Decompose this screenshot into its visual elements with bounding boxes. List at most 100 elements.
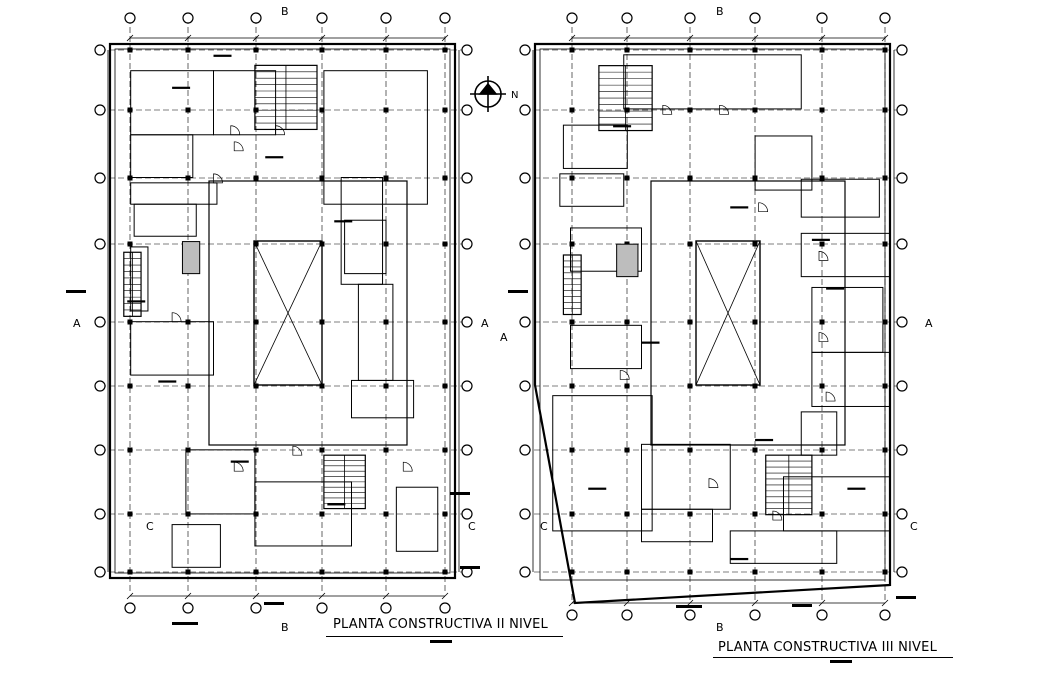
structural-column — [687, 241, 693, 247]
dimension-tick — [686, 34, 694, 42]
section-mark-b-bottom-1: B — [281, 621, 289, 634]
grid-bubble-left — [94, 44, 106, 56]
grid-bubble-left — [94, 316, 106, 328]
grid-bubble-bottom — [566, 609, 578, 621]
structural-column — [253, 241, 259, 247]
structural-column — [127, 107, 133, 113]
grid-bubble-left — [519, 316, 531, 328]
dimension-tick — [252, 34, 260, 42]
grid-bubble-right — [461, 316, 473, 328]
structural-column — [752, 569, 758, 575]
north-label: N — [511, 90, 519, 101]
grid-bubble-left — [94, 380, 106, 392]
room-tag — [826, 287, 845, 290]
structural-column — [624, 569, 630, 575]
structural-column — [819, 47, 825, 53]
room-wall — [800, 232, 891, 278]
room-wall — [171, 524, 221, 568]
structural-column — [819, 175, 825, 181]
grid-bubble-left — [519, 238, 531, 250]
room-wall — [130, 70, 214, 136]
structural-column — [383, 569, 389, 575]
leader-line — [98, 590, 130, 600]
grid-bubble-bottom — [380, 602, 392, 614]
structural-column — [185, 383, 191, 389]
dimension-tick — [126, 34, 134, 42]
grid-bubble-left — [519, 44, 531, 56]
plan-title-iii-scale-tag — [830, 660, 852, 663]
room-tag — [334, 220, 353, 223]
grid-bubble-top — [749, 12, 761, 24]
structural-column — [882, 175, 888, 181]
room-wall — [254, 481, 352, 547]
structural-column — [687, 511, 693, 517]
dimension-tick — [318, 34, 326, 42]
door-swing — [402, 461, 413, 472]
structural-column — [253, 447, 259, 453]
structural-column — [882, 383, 888, 389]
door-swing — [233, 461, 244, 472]
grid-bubble-top — [316, 12, 328, 24]
structural-column — [687, 47, 693, 53]
room-tag — [730, 557, 749, 561]
room-tag — [588, 487, 607, 490]
structural-column — [319, 383, 325, 389]
structural-column — [752, 47, 758, 53]
grid-bubble-bottom — [684, 609, 696, 621]
structural-column — [319, 241, 325, 247]
structural-column — [752, 319, 758, 325]
structural-column — [752, 447, 758, 453]
room-wall — [130, 182, 218, 205]
structural-column — [819, 569, 825, 575]
door-swing — [772, 510, 783, 521]
annotation-tag — [264, 602, 284, 605]
grid-bubble-left — [94, 508, 106, 520]
room-wall — [130, 246, 149, 312]
grid-bubble-bottom — [816, 609, 828, 621]
structural-column — [624, 447, 630, 453]
structural-column — [819, 107, 825, 113]
dimension-tick — [623, 34, 631, 42]
structural-column — [624, 319, 630, 325]
structural-column — [624, 383, 630, 389]
grid-bubble-right — [461, 238, 473, 250]
structural-column — [687, 447, 693, 453]
room-tag — [613, 125, 632, 128]
room-wall — [754, 135, 813, 191]
room-tag — [265, 156, 284, 159]
room-wall — [323, 70, 428, 205]
structural-column — [127, 47, 133, 53]
structural-column — [569, 569, 575, 575]
elevator-shaft — [181, 241, 201, 275]
structural-column — [442, 47, 448, 53]
structural-column — [752, 241, 758, 247]
room-wall — [562, 124, 628, 169]
annotation-tag — [508, 290, 528, 293]
annotation-tag — [896, 596, 916, 599]
grid-bubble-top — [684, 12, 696, 24]
structural-column — [882, 107, 888, 113]
structural-column — [819, 241, 825, 247]
structural-column — [687, 569, 693, 575]
exterior-wall — [533, 42, 892, 605]
structural-column — [319, 319, 325, 325]
room-wall — [340, 177, 384, 285]
room-tag — [230, 460, 249, 463]
room-wall — [552, 395, 653, 532]
structural-column — [882, 569, 888, 575]
structural-column — [882, 447, 888, 453]
structural-column — [569, 241, 575, 247]
plan-title-ii-scale-tag — [430, 640, 452, 643]
structural-column — [253, 511, 259, 517]
dimension-tick — [441, 34, 449, 42]
structural-column — [442, 447, 448, 453]
structural-column — [253, 175, 259, 181]
room-wall — [623, 54, 802, 110]
annotation-tag — [676, 605, 702, 608]
atrium-void — [253, 240, 323, 386]
structural-column — [882, 511, 888, 517]
plan-third-level — [519, 12, 908, 621]
atrium-cross — [253, 240, 323, 386]
structural-column — [882, 319, 888, 325]
